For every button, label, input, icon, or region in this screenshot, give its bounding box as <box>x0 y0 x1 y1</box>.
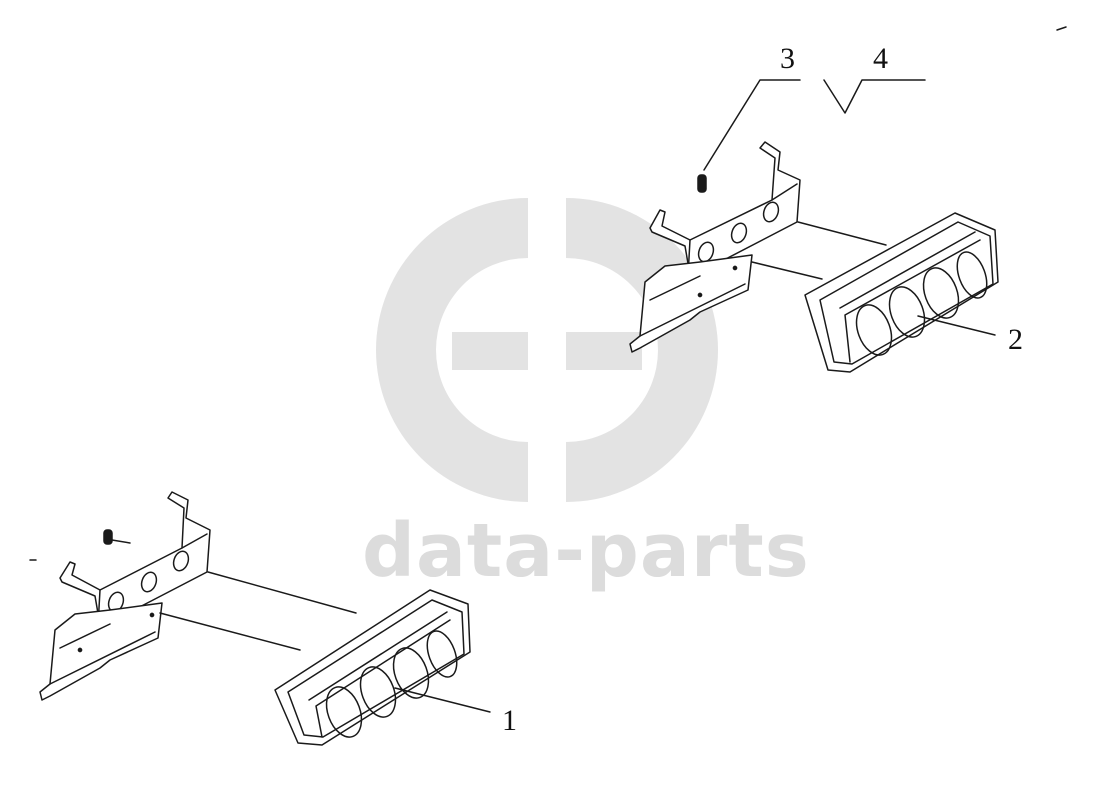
lamp-assembly-upper <box>804 212 999 373</box>
callout-4: 4 <box>873 42 888 75</box>
callout-1: 1 <box>502 704 517 737</box>
bracket-lower-rear <box>39 602 163 701</box>
callout-2: 2 <box>1008 323 1023 356</box>
bolt-icon <box>103 529 113 545</box>
watermark-text: data-parts <box>362 508 810 594</box>
bracket-upper-rear <box>629 254 753 353</box>
bolt-icon <box>697 174 707 193</box>
watermark-logo-icon <box>376 198 718 502</box>
lamp-assembly-lower <box>274 589 471 746</box>
callout-3: 3 <box>780 42 795 75</box>
